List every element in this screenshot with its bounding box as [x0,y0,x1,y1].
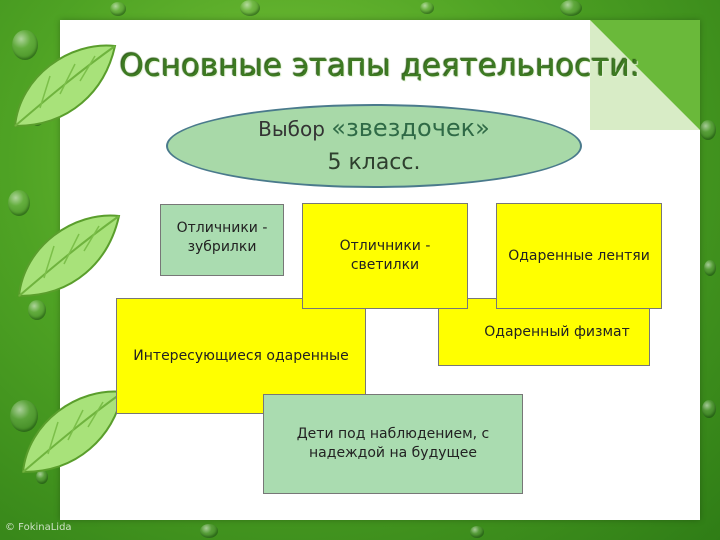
box-watched-children-label: Дети под наблюдением, с надеждой на буду… [296,426,490,461]
watermark: © FokinaLida [5,522,72,533]
box-gifted-lazy: Одаренные лентяи [496,203,662,309]
box-interested-gifted: Интересующиеся одаренные [116,298,366,414]
box-excellent-bright: Отличники - светилки [302,203,468,309]
box-gifted-lazy-label: Одаренные лентяи [508,247,650,264]
page-curl-corner [590,20,700,130]
box-excellent-crammers-label: Отличники - зубрилки [176,220,268,255]
slide-title: Основные этапы деятельности: [119,48,641,84]
ellipse-line-2: 5 класс. [327,150,421,175]
box-excellent-crammers: Отличники - зубрилки [160,204,284,276]
leaf-decoration-middle [17,214,121,298]
ellipse-line-1: Выбор «звездочек» [166,114,582,142]
ellipse-prefix: Выбор [258,117,325,141]
box-interested-gifted-label: Интересующиеся одаренные [133,347,349,364]
box-watched-children: Дети под наблюдением, с надеждой на буду… [263,394,523,494]
leaf-decoration-top [13,44,117,128]
box-excellent-bright-label: Отличники - светилки [339,238,431,273]
selection-ellipse [166,104,582,188]
leaf-decoration-bottom [21,390,125,474]
ellipse-highlight: «звездочек» [331,114,490,142]
box-gifted-physmath-label: Одаренный физмат [484,323,630,340]
